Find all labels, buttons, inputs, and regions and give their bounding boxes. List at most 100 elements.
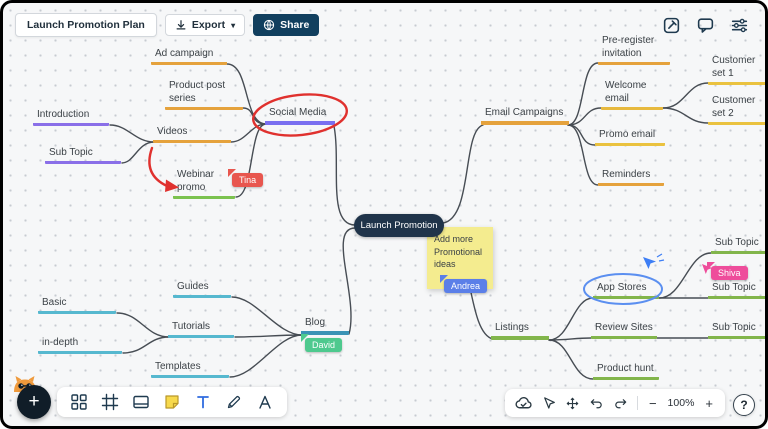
node-label: Basic: [42, 297, 67, 308]
select-cursor-icon: [544, 396, 555, 409]
node-label: in-depth: [42, 337, 79, 348]
collaborator-name: Shiva: [718, 268, 741, 278]
node-tutorials[interactable]: Tutorials: [168, 318, 234, 338]
download-icon: [176, 20, 186, 30]
comments-button[interactable]: [696, 16, 715, 35]
node-introduction[interactable]: Introduction: [33, 106, 109, 126]
collaborator-tag-andrea: Andrea: [439, 275, 488, 293]
node-guides[interactable]: Guides: [173, 278, 231, 298]
node-label: Review Sites: [595, 322, 653, 333]
node-social-media[interactable]: Social Media: [265, 105, 335, 125]
card-icon: [133, 395, 149, 409]
node-label: Promo email: [599, 129, 656, 140]
text-tool[interactable]: [194, 393, 212, 411]
node-label: Listings: [495, 322, 529, 333]
collaborator-name: Andrea: [451, 281, 481, 291]
add-button[interactable]: +: [17, 385, 51, 419]
node-sub-topic-right-1[interactable]: Sub Topic: [711, 234, 765, 254]
node-label: Pre-register invitation: [602, 35, 655, 59]
node-review-sites[interactable]: Review Sites: [591, 319, 657, 339]
node-label: Ad campaign: [155, 48, 214, 59]
node-customer-set-1[interactable]: Customer set 1: [708, 52, 765, 85]
node-label: Blog: [305, 317, 326, 328]
share-label: Share: [280, 19, 310, 31]
node-basic[interactable]: Basic: [38, 294, 116, 314]
node-reminders[interactable]: Reminders: [598, 166, 664, 186]
node-label: App Stores: [597, 282, 647, 293]
node-sub-topic-right-2[interactable]: Sub Topic: [708, 279, 765, 299]
templates-tool[interactable]: [70, 393, 88, 411]
node-email-campaigns[interactable]: Email Campaigns: [481, 105, 569, 125]
edit-button[interactable]: [662, 16, 681, 35]
node-label: Templates: [155, 361, 201, 372]
pen-icon: [227, 395, 241, 409]
node-in-depth[interactable]: in-depth: [38, 334, 122, 354]
collaborator-cursor-icon: [643, 253, 665, 269]
node-label: Email Campaigns: [485, 107, 564, 118]
node-app-stores[interactable]: App Stores: [593, 279, 659, 299]
node-templates[interactable]: Templates: [151, 358, 229, 378]
export-button[interactable]: Export ▾: [164, 14, 246, 36]
pen-tool[interactable]: [225, 393, 243, 411]
sticky-note-icon: [165, 395, 179, 409]
node-label: Customer set 1: [712, 55, 756, 79]
plus-icon: +: [28, 391, 40, 412]
help-button[interactable]: ?: [733, 394, 755, 416]
node-webinar-promo[interactable]: Webinar promo: [173, 166, 235, 199]
frame-tool[interactable]: [101, 393, 119, 411]
collaborator-tag-shiva: Shiva: [707, 262, 748, 280]
comment-icon: [697, 18, 714, 33]
divider: [636, 396, 638, 410]
node-listings[interactable]: Listings: [491, 320, 549, 340]
collaborator-tag-tina: Tina: [227, 169, 264, 187]
redo-icon: [615, 398, 627, 408]
collaborator-tag-david: David: [300, 334, 343, 352]
collaborator-name: Tina: [239, 175, 257, 185]
undo-button[interactable]: [589, 396, 604, 411]
zoom-out-button[interactable]: −: [648, 395, 657, 411]
board-title[interactable]: Launch Promotion Plan: [15, 13, 157, 37]
settings-button[interactable]: [730, 16, 749, 35]
node-label: Videos: [157, 126, 188, 137]
pan-tool-button[interactable]: [565, 396, 580, 411]
export-label: Export: [191, 19, 226, 31]
node-label: Sub Topic: [715, 237, 759, 248]
zoom-level: 100%: [667, 397, 695, 409]
edit-icon: [663, 17, 680, 34]
select-tool-button[interactable]: [541, 396, 556, 411]
central-node[interactable]: Launch Promotion: [354, 214, 444, 237]
node-sub-topic-left[interactable]: Sub Topic: [45, 144, 121, 164]
share-button[interactable]: Share: [253, 14, 320, 36]
node-ad-campaign[interactable]: Ad campaign: [151, 45, 227, 65]
tools-toolbar: [57, 387, 287, 417]
node-label: Guides: [177, 281, 209, 292]
node-label: Social Media: [269, 107, 327, 118]
node-welcome-email[interactable]: Welcome email: [601, 77, 663, 110]
node-product-hunt[interactable]: Product hunt: [593, 360, 659, 380]
globe-icon: [263, 19, 275, 31]
node-blog[interactable]: Blog: [301, 315, 349, 335]
node-promo-email[interactable]: Promo email: [595, 126, 665, 146]
whiteboard-canvas[interactable]: Launch Promotion Plan Export ▾ Share: [3, 3, 765, 426]
node-label: Tutorials: [172, 321, 210, 332]
node-label: Introduction: [37, 109, 90, 120]
card-tool[interactable]: [132, 393, 150, 411]
sliders-icon: [731, 18, 748, 33]
node-label: Webinar promo: [177, 169, 215, 193]
node-label: Sub Topic: [712, 282, 756, 293]
top-right-actions: [662, 16, 749, 35]
cloud-sync-indicator: [515, 395, 532, 412]
redo-button[interactable]: [613, 396, 628, 411]
node-videos[interactable]: Videos: [153, 123, 231, 143]
node-product-post-series[interactable]: Product post series: [165, 77, 243, 110]
shape-tool[interactable]: [256, 393, 274, 411]
sticky-note-tool[interactable]: [163, 393, 181, 411]
node-pre-register-invitation[interactable]: Pre-register invitation: [598, 32, 670, 65]
view-controls: − 100% +: [504, 389, 725, 417]
node-customer-set-2[interactable]: Customer set 2: [708, 92, 765, 125]
zoom-in-button[interactable]: +: [705, 395, 713, 411]
chevron-down-icon: ▾: [231, 20, 236, 30]
collaborator-name: David: [312, 340, 336, 350]
node-sub-topic-right-3[interactable]: Sub Topic: [708, 319, 765, 339]
